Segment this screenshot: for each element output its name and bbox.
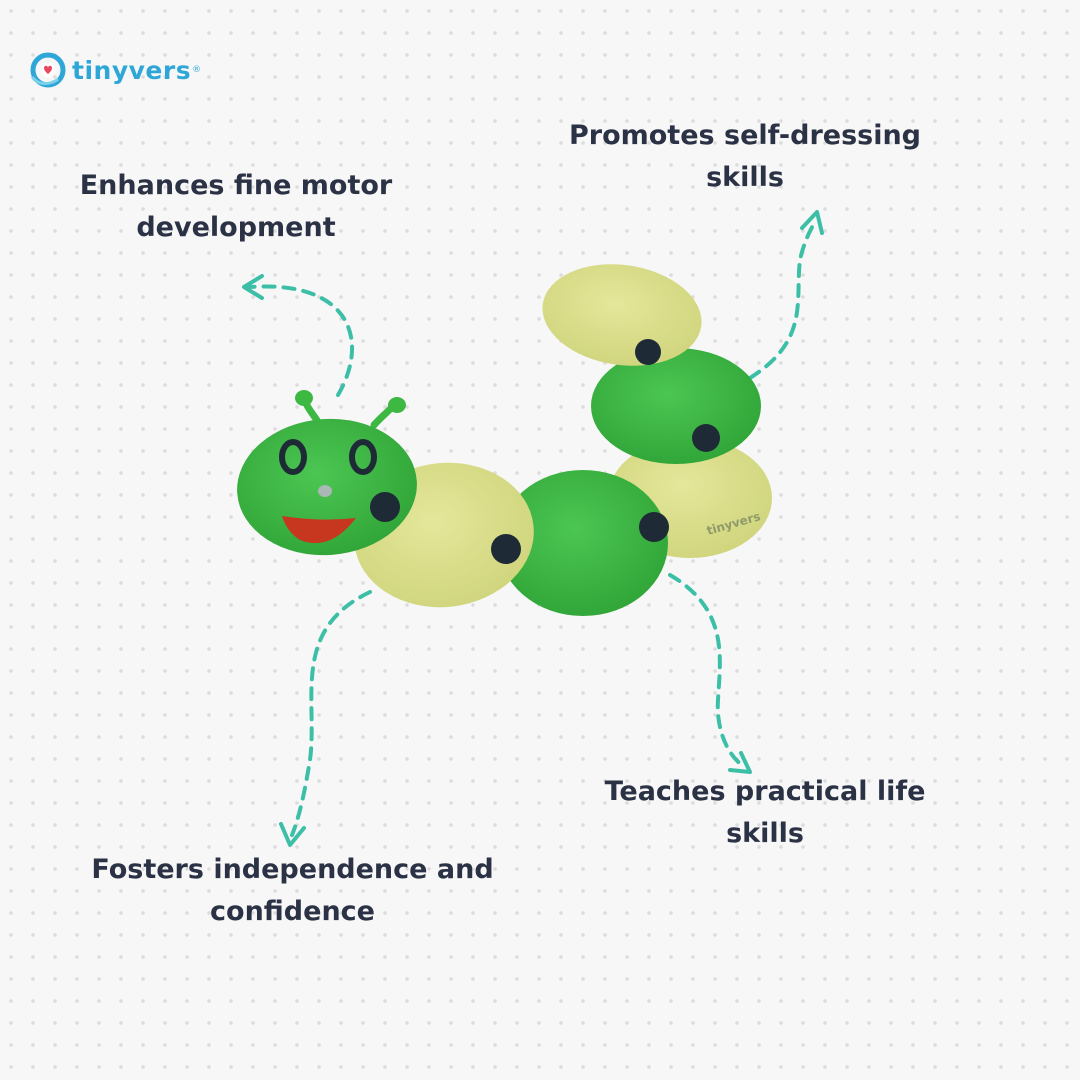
caption-self-dressing: Promotes self-dressing skills xyxy=(540,115,950,199)
segment-yellow-top xyxy=(542,264,702,366)
caption-line: skills xyxy=(726,818,804,849)
brand-logo: tinyvers ® xyxy=(30,50,201,90)
arrow-head-self-dressing xyxy=(800,210,824,235)
caption-independence: Fosters independence and confidence xyxy=(70,849,515,933)
arrow-fine-motor xyxy=(248,284,354,397)
caterpillar-mouth xyxy=(282,516,356,544)
felt-button xyxy=(635,339,661,365)
segment-green-middle xyxy=(498,470,668,616)
registered-mark: ® xyxy=(192,65,202,75)
antenna-left-tip xyxy=(295,390,313,406)
caterpillar-eye-right xyxy=(349,439,377,475)
caterpillar-toy: tinyvers xyxy=(237,264,772,616)
arrow-head-independence xyxy=(279,822,306,847)
felt-button xyxy=(370,492,400,522)
caterpillar-nose xyxy=(318,485,332,497)
arrow-independence xyxy=(290,590,372,837)
arrow-self-dressing xyxy=(748,220,817,380)
caterpillar-eye-left xyxy=(279,439,307,475)
caption-line: skills xyxy=(706,162,784,193)
caption-line: Enhances fine motor xyxy=(79,170,393,201)
caption-practical-life: Teaches practical life skills xyxy=(580,771,950,855)
caption-fine-motor: Enhances fine motor development xyxy=(56,165,416,249)
antenna-right-tip xyxy=(388,397,406,413)
arrow-practical-life xyxy=(668,573,744,767)
caption-line: Fosters independence and xyxy=(91,854,494,885)
tinyvers-logo-icon xyxy=(30,52,66,88)
arrow-heads xyxy=(242,210,824,847)
caption-line: Promotes self-dressing xyxy=(568,120,922,151)
segment-green-upper xyxy=(591,348,761,464)
brand-name: tinyvers xyxy=(72,55,192,85)
caption-line: confidence xyxy=(210,896,375,927)
arrows xyxy=(248,220,817,837)
felt-button xyxy=(491,534,521,564)
arrow-head-practical-life xyxy=(728,751,752,774)
caption-line: development xyxy=(136,212,336,243)
caption-line: Teaches practical life xyxy=(604,776,926,807)
felt-button xyxy=(639,512,669,542)
felt-button xyxy=(692,424,720,452)
arrow-head-fine-motor xyxy=(242,274,264,300)
